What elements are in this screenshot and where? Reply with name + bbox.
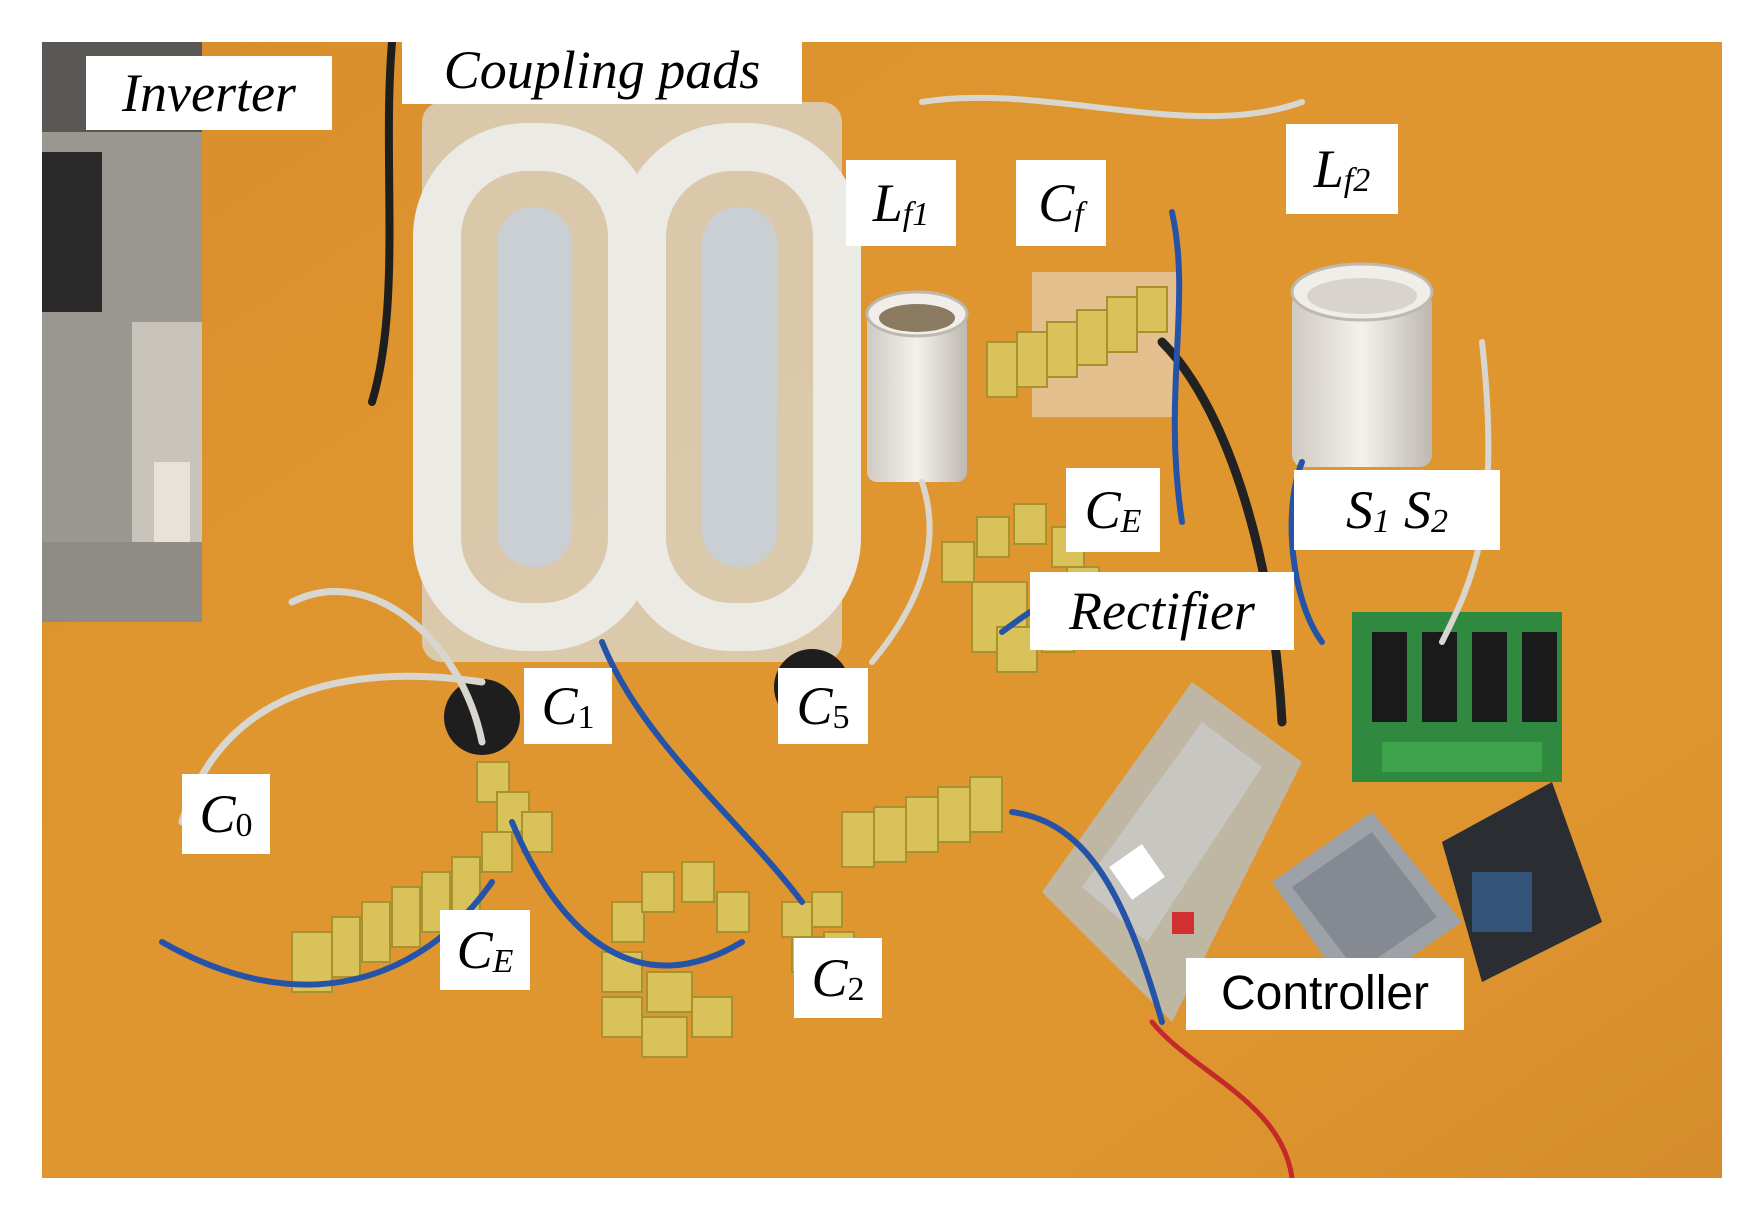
ce-bottom-capacitors: [601, 861, 750, 1058]
label-inverter-text: Inverter: [122, 63, 296, 123]
label-rectifier: Rectifier: [1030, 572, 1294, 650]
controller-unit: [1272, 782, 1602, 997]
s1-subscript: 1: [1373, 503, 1390, 540]
c5-symbol: C: [796, 676, 833, 736]
label-controller: Controller: [1186, 958, 1464, 1030]
c2-symbol: C: [811, 948, 848, 1008]
label-rectifier-text: Rectifier: [1069, 581, 1255, 641]
ce-bottom-symbol: C: [456, 920, 493, 980]
c1-subscript: 1: [577, 699, 595, 736]
c1-capacitors: [476, 761, 553, 873]
coupling-pads: [413, 102, 861, 755]
c0-subscript: 0: [235, 807, 253, 844]
s2-subscript: 2: [1431, 503, 1448, 540]
c1-symbol: C: [541, 676, 578, 736]
lf1-inductor: [865, 290, 969, 482]
lf2-inductor: [1290, 262, 1434, 467]
cf-capacitor: [986, 272, 1177, 417]
label-controller-text: Controller: [1220, 967, 1430, 1020]
label-coupling-pads: Coupling pads: [402, 36, 802, 104]
s1-s2-boards: [1352, 612, 1562, 782]
lf2-symbol: L: [1313, 139, 1344, 199]
s1-symbol: S: [1346, 480, 1373, 540]
label-coupling-pads-text: Coupling pads: [443, 40, 761, 100]
s2-symbol: S: [1404, 480, 1431, 540]
ce-top-symbol: C: [1084, 480, 1121, 540]
cf-subscript: f: [1074, 196, 1084, 233]
lf1-symbol: L: [872, 173, 903, 233]
lf1-subscript: f1: [902, 196, 930, 233]
rectifier-unit: [1042, 682, 1302, 1022]
lf2-subscript: f2: [1343, 162, 1371, 199]
c2-subscript: 2: [847, 971, 865, 1008]
c5-subscript: 5: [832, 699, 850, 736]
label-inverter: Inverter: [86, 56, 332, 130]
cf-symbol: C: [1038, 173, 1075, 233]
ce-top-subscript: E: [1120, 503, 1142, 540]
c5-capacitors: [841, 776, 1003, 868]
c0-symbol: C: [199, 784, 236, 844]
ce-bottom-subscript: E: [492, 943, 514, 980]
